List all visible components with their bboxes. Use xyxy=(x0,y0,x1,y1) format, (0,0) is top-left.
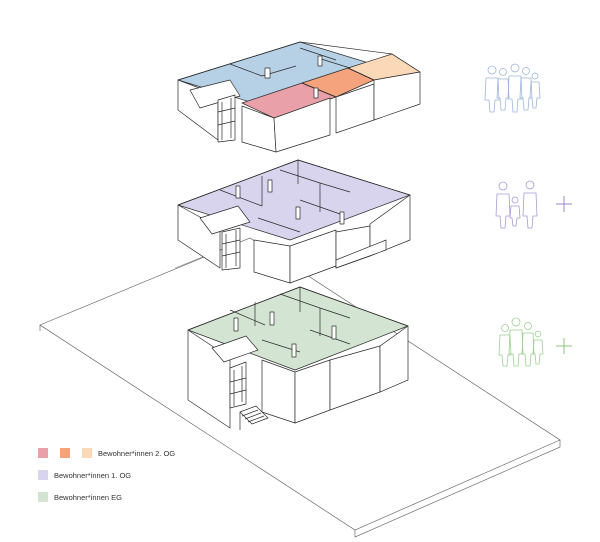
people-group-icon xyxy=(498,317,544,367)
family-icon xyxy=(495,180,538,229)
plus-icon xyxy=(556,196,572,212)
floor-2og xyxy=(177,41,421,153)
legend-swatch-orange xyxy=(60,448,70,458)
floor-1og xyxy=(177,159,411,284)
floor-eg xyxy=(187,286,409,430)
entrance-steps xyxy=(239,405,269,430)
people-group-icon xyxy=(484,63,541,113)
legend-swatch-red xyxy=(38,448,48,458)
plus-icon xyxy=(556,338,572,354)
legend-og2: Bewohner*innen 2. OG xyxy=(38,448,175,458)
ground-plate xyxy=(39,237,561,538)
legend-swatch-lilac xyxy=(38,470,48,480)
legend-eg: Bewohner*innen EG xyxy=(38,492,122,502)
legend-swatch-peach xyxy=(82,448,92,458)
legend-label-og1: Bewohner*innen 1. OG xyxy=(54,470,132,480)
legend-label-eg: Bewohner*innen EG xyxy=(54,492,122,502)
legend-og1: Bewohner*innen 1. OG xyxy=(38,470,131,480)
legend-label-og2: Bewohner*innen 2. OG xyxy=(98,448,176,458)
legend-swatch-green xyxy=(38,492,48,502)
